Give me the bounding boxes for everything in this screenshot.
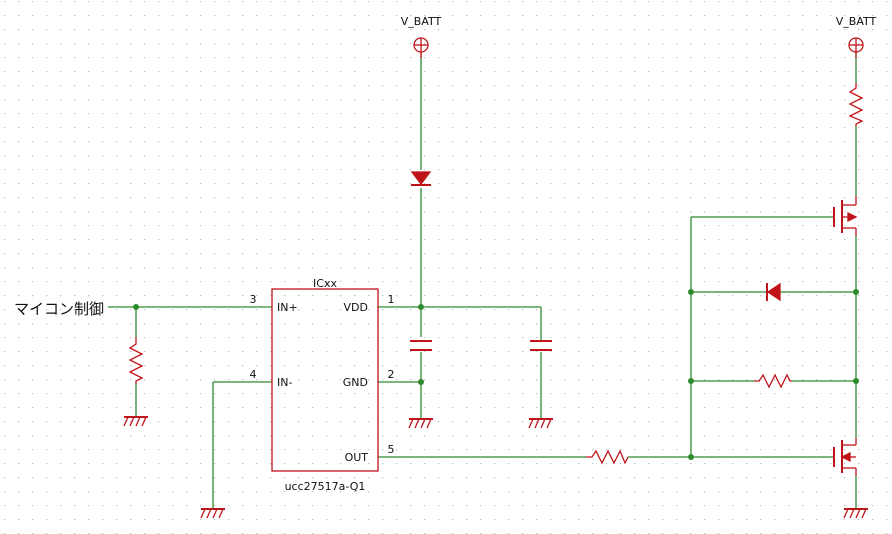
junction-dot <box>418 304 424 310</box>
pin-name-gnd: GND <box>343 376 368 389</box>
junction-dot <box>418 379 424 385</box>
labels: V_BATT V_BATT ICxx ucc27517a-Q1 マイコン制御 I… <box>14 15 877 493</box>
ground-symbol <box>200 508 225 519</box>
input-net-label: マイコン制御 <box>14 300 104 318</box>
ground-symbol <box>528 418 553 429</box>
pin-num-gnd: 2 <box>388 368 395 381</box>
pin-name-in-minus: IN- <box>277 376 292 389</box>
junctions <box>133 289 859 460</box>
ic-ref-label: ICxx <box>313 277 337 290</box>
diode-vdd[interactable] <box>410 171 432 186</box>
resistor-gate[interactable] <box>586 449 629 465</box>
capacitor-2[interactable] <box>530 340 552 351</box>
ground-symbol <box>123 416 148 427</box>
resistor-vbatt[interactable] <box>848 83 864 126</box>
power-label-left: V_BATT <box>401 15 442 28</box>
capacitor-1[interactable] <box>410 340 432 351</box>
components <box>123 37 868 519</box>
junction-dot <box>688 454 694 460</box>
pin-num-vdd: 1 <box>388 293 395 306</box>
resistor-gate-source[interactable] <box>754 373 792 389</box>
junction-dot <box>853 289 859 295</box>
pin-name-in-plus: IN+ <box>277 301 298 314</box>
power-label-right: V_BATT <box>836 15 877 28</box>
power-symbol-right <box>848 37 864 58</box>
ground-symbol <box>408 418 433 429</box>
pin-name-out: OUT <box>345 451 369 464</box>
junction-dot <box>688 289 694 295</box>
pin-num-in-minus: 4 <box>250 368 257 381</box>
ground-symbol <box>843 508 868 519</box>
junction-dot <box>133 304 139 310</box>
ic-part-label: ucc27517a-Q1 <box>285 480 366 493</box>
wires <box>108 53 857 508</box>
pin-num-out: 5 <box>388 443 395 456</box>
nmos-transistor[interactable] <box>833 438 857 476</box>
resistor-pulldown[interactable] <box>128 337 144 384</box>
pmos-transistor[interactable] <box>833 196 858 236</box>
junction-dot <box>853 378 859 384</box>
diode-gate[interactable] <box>766 282 781 302</box>
pin-name-vdd: VDD <box>344 301 368 314</box>
power-symbol-left <box>413 37 429 58</box>
pin-num-in-plus: 3 <box>250 293 257 306</box>
junction-dot <box>688 378 694 384</box>
ic-body[interactable] <box>271 288 379 472</box>
